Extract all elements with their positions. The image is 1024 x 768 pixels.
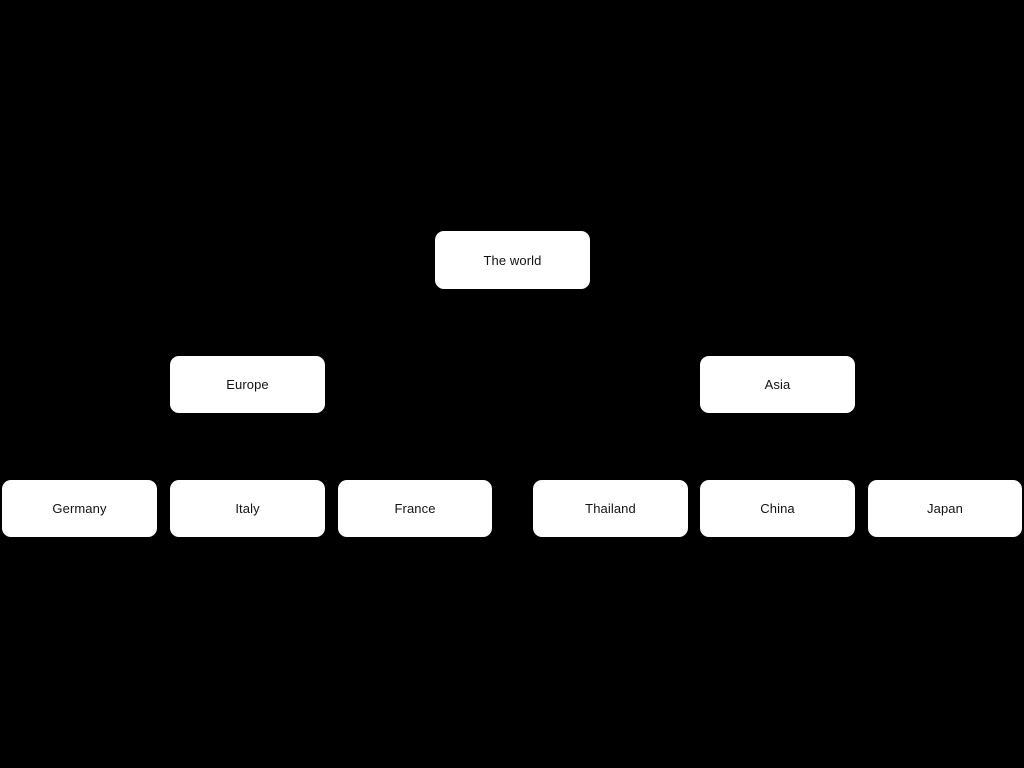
node-label-world: The world <box>483 252 542 268</box>
node-france[interactable]: France <box>338 480 492 537</box>
node-world[interactable]: The world <box>435 231 590 289</box>
node-label-france: France <box>394 501 436 516</box>
node-germany[interactable]: Germany <box>2 480 157 537</box>
edge-asia-to-japan <box>777 413 946 480</box>
node-label-asia: Asia <box>764 377 791 392</box>
node-label-germany: Germany <box>52 501 107 516</box>
node-label-italy: Italy <box>235 501 260 516</box>
node-thailand[interactable]: Thailand <box>533 480 688 537</box>
edge-world-to-europe <box>247 289 513 356</box>
edge-world-to-asia <box>512 289 778 356</box>
node-label-europe: Europe <box>226 377 269 392</box>
node-italy[interactable]: Italy <box>170 480 325 537</box>
node-label-japan: Japan <box>927 501 963 516</box>
edge-asia-to-thailand <box>610 413 778 480</box>
node-europe[interactable]: Europe <box>170 356 325 413</box>
node-label-thailand: Thailand <box>585 501 636 516</box>
node-china[interactable]: China <box>700 480 855 537</box>
node-japan[interactable]: Japan <box>868 480 1022 537</box>
edge-europe-to-germany <box>79 413 248 480</box>
node-label-china: China <box>760 501 795 516</box>
node-asia[interactable]: Asia <box>700 356 855 413</box>
edge-europe-to-france <box>247 413 416 480</box>
